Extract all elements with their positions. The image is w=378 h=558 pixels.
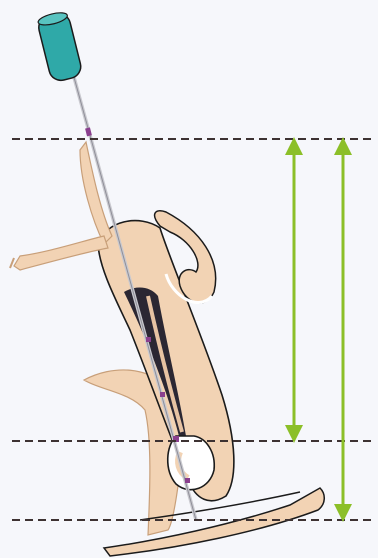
stopper-mark-3 [160, 392, 165, 397]
stopper-mark-5 [185, 478, 190, 483]
stopper-mark-2 [146, 337, 151, 342]
